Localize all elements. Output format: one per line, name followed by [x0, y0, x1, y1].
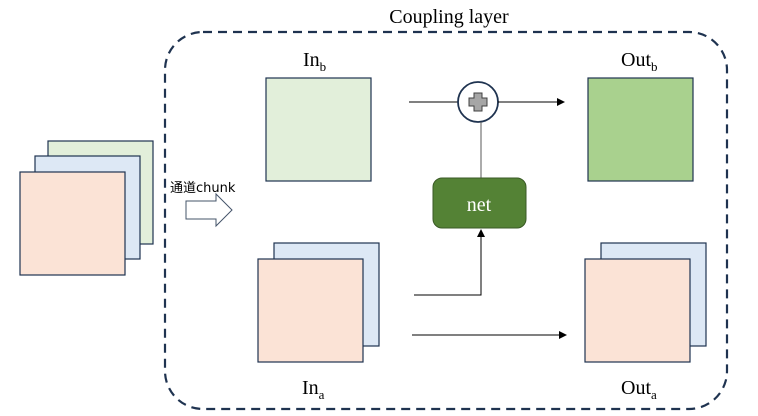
out-a-channel-peach — [584, 258, 691, 363]
split-arrow-icon — [185, 192, 233, 228]
coupling-layer-title: Coupling layer — [389, 6, 509, 28]
in-a-to-net-arrow — [414, 229, 485, 296]
input-tensor-stack — [19, 140, 154, 276]
out-b-block — [587, 77, 694, 182]
net-label: net — [467, 194, 492, 216]
plus-icon — [468, 92, 488, 112]
in-a-stack — [257, 242, 380, 363]
net-block — [432, 177, 527, 229]
coupling-layer-container — [163, 30, 729, 411]
input-channel-peach — [19, 171, 126, 276]
out-a-stack — [584, 242, 707, 363]
in-a-label: Ina — [302, 377, 325, 402]
in-a-channel-peach — [257, 258, 364, 363]
split-label: 通道chunk — [170, 181, 236, 196]
out-a-label: Outa — [621, 377, 657, 402]
out-b-label: Outb — [621, 49, 658, 74]
in-b-block — [265, 77, 372, 182]
in-b-label: Inb — [303, 49, 326, 74]
